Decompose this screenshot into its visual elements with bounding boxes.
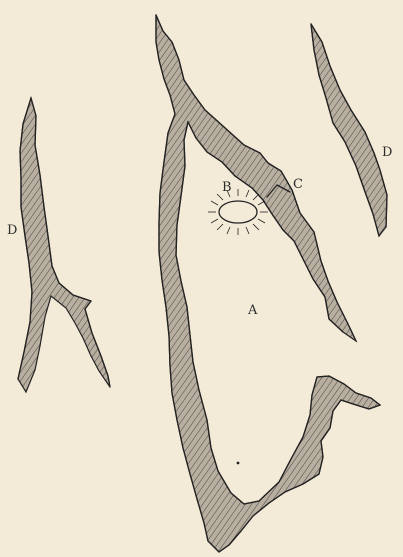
label-b: B: [222, 181, 232, 194]
right-branch-d: [311, 24, 387, 236]
label-c: C: [293, 178, 303, 191]
label-d-left: D: [7, 224, 17, 237]
left-branch-d: [18, 98, 110, 392]
main-cave-passage: [156, 15, 380, 552]
label-a: A: [248, 304, 257, 317]
label-d-right: D: [382, 146, 392, 159]
small-ink-dot: [237, 462, 240, 465]
